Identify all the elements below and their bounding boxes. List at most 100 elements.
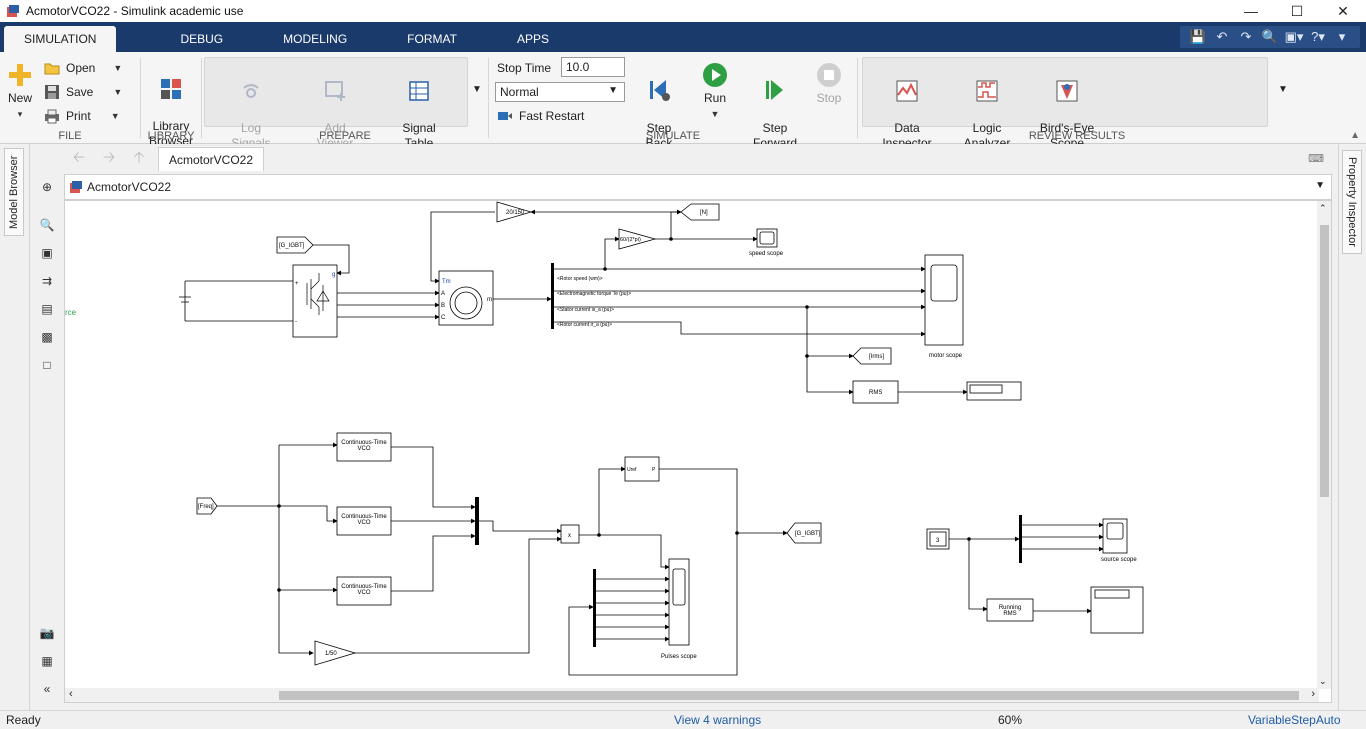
camera-icon[interactable]: 📷 xyxy=(39,626,55,640)
run-icon xyxy=(703,63,727,87)
sig-rotor-speed-label: <Rotor speed (wm)> xyxy=(557,276,603,282)
minimize-button[interactable]: — xyxy=(1244,3,1258,19)
vertical-scrollbar[interactable]: ⌃ ⌄ xyxy=(1317,201,1331,689)
address-path: AcmotorVCO22 xyxy=(87,180,172,194)
chevron-down-icon[interactable]: ▼ xyxy=(1315,180,1325,191)
zoom-icon[interactable]: 🔍 xyxy=(39,218,55,232)
canvas-palette: ⊕ 🔍 ▣ ⇉ ▤ ▩ □ 📷 ▦ « xyxy=(30,144,64,710)
shortcut-icon[interactable]: ▣▾ xyxy=(1284,29,1304,44)
simulate-section-label: SIMULATE xyxy=(645,130,701,142)
chevron-down-icon: ▼ xyxy=(608,85,618,96)
redo-icon[interactable]: ↷ xyxy=(1240,29,1252,44)
keyboard-icon[interactable]: ⌨ xyxy=(1308,153,1324,165)
uref-p-label: P xyxy=(652,467,656,473)
back-arrow-icon[interactable]: 🡠 xyxy=(72,148,86,166)
simulink-app-icon xyxy=(7,5,19,17)
prepare-expand-icon[interactable]: ▼ xyxy=(472,84,482,95)
ribbon-separator xyxy=(140,58,141,138)
scroll-left-icon[interactable]: ‹ xyxy=(69,688,73,700)
fast-restart-label: Fast Restart xyxy=(519,109,585,123)
sig-rotor-current-label: <Rotor current ir_a (pu)> xyxy=(557,322,612,328)
model-nav-bar: 🡠 🡢 🡡 AcmotorVCO22 ⌨ xyxy=(64,144,1338,174)
simulation-mode-select[interactable]: Normal ▼ xyxy=(495,82,625,102)
goto-irms-label: [Irms] xyxy=(869,354,884,360)
print-button[interactable]: Print▼ xyxy=(44,108,120,124)
annotation-icon[interactable]: ▤ xyxy=(41,302,53,316)
collapse-panel-icon[interactable]: ▲ xyxy=(1350,130,1360,141)
tab-modeling[interactable]: MODELING xyxy=(283,32,348,46)
open-button[interactable]: Open▼ xyxy=(44,60,122,76)
sig-stator-label: <Stator current is_a (pu)> xyxy=(557,307,614,313)
hide-show-browser-icon[interactable]: ⊕ xyxy=(41,180,53,194)
horizontal-scroll-thumb[interactable] xyxy=(279,691,1299,700)
signal-lines-icon[interactable]: ⇉ xyxy=(41,274,53,288)
gain-speed-label: 60/(2*pi) xyxy=(620,237,641,243)
tab-apps[interactable]: APPS xyxy=(516,32,549,46)
up-arrow-icon[interactable]: 🡡 xyxy=(133,148,145,166)
block-diagram: rce 20/150 [N] 60/(2*pi) speed scope [G_… xyxy=(65,201,1144,676)
new-icon xyxy=(9,64,31,86)
title-bar: AcmotorVCO22 - Simulink academic use — ☐… xyxy=(0,0,1366,22)
uref-label: Uref xyxy=(627,467,637,473)
horizontal-scrollbar[interactable]: ‹ › xyxy=(65,688,1319,702)
search-icon[interactable]: 🔍 xyxy=(1261,29,1279,44)
log-signals-icon xyxy=(243,84,259,98)
source-scope-label: source scope xyxy=(1101,557,1137,563)
image-icon[interactable]: ▩ xyxy=(41,330,53,344)
solver-link[interactable]: VariableStepAuto xyxy=(1248,713,1341,727)
close-button[interactable]: ✕ xyxy=(1337,2,1349,19)
fit-to-view-icon[interactable]: ▣ xyxy=(41,246,53,260)
library-browser-button[interactable]: Library Browser xyxy=(141,62,201,149)
fast-restart-button[interactable]: Fast Restart xyxy=(497,108,584,124)
tab-debug[interactable]: DEBUG xyxy=(180,32,224,46)
view-warnings-link[interactable]: View 4 warnings xyxy=(674,713,762,727)
goto-gigbt-label: [G_IGBT] xyxy=(795,531,821,537)
ribbon-separator xyxy=(857,58,858,138)
port-b-label: B xyxy=(441,303,445,309)
save-icon[interactable]: 💾 xyxy=(1189,29,1207,44)
data-inspector-icon xyxy=(896,80,918,102)
tab-simulation[interactable]: SIMULATION xyxy=(4,26,117,52)
port-g-label: g xyxy=(332,272,335,278)
signal-table-icon xyxy=(409,81,429,101)
run-button[interactable]: Run▼ xyxy=(695,62,735,122)
scroll-up-icon[interactable]: ⌃ xyxy=(1319,203,1327,213)
library-section: Library Browser LIBRARY xyxy=(141,52,201,148)
save-button[interactable]: Save▼ xyxy=(44,84,122,100)
property-inspector-tab[interactable]: Property Inspector xyxy=(1342,150,1362,254)
stop-button[interactable]: Stop xyxy=(811,62,847,106)
from-freq-label: [Freq] xyxy=(198,504,214,510)
help-icon[interactable]: ?▾ xyxy=(1311,29,1325,44)
scroll-down-icon[interactable]: ⌄ xyxy=(1319,676,1327,686)
quick-access-toolbar: 💾 ↶ ↷ 🔍 ▣▾ ?▾ ▾ xyxy=(1180,26,1360,48)
new-button[interactable]: New▾ xyxy=(4,62,36,122)
model-browser-tab[interactable]: Model Browser xyxy=(4,148,24,236)
model-canvas[interactable]: rce 20/150 [N] 60/(2*pi) speed scope [G_… xyxy=(64,200,1332,703)
address-bar[interactable]: AcmotorVCO22 ▼ xyxy=(64,174,1332,200)
undo-icon[interactable]: ↶ xyxy=(1216,29,1228,44)
collapse-ribbon-icon[interactable]: ▾ xyxy=(1338,29,1346,44)
collapse-palette-icon[interactable]: « xyxy=(43,682,51,696)
forward-arrow-icon[interactable]: 🡢 xyxy=(102,148,116,166)
speed-scope-label: speed scope xyxy=(749,251,784,257)
area-icon[interactable]: □ xyxy=(43,358,51,372)
scroll-right-icon[interactable]: › xyxy=(1311,688,1315,700)
review-expand-icon[interactable]: ▼ xyxy=(1278,84,1288,95)
product-label: x xyxy=(568,533,571,539)
sig-torque-label: <Electromagnetic torque Te (pu)> xyxy=(557,291,631,297)
save-icon xyxy=(45,85,59,99)
fast-restart-icon xyxy=(498,112,512,120)
explorer-bar-icon[interactable]: ▦ xyxy=(41,654,53,668)
stop-label: Stop xyxy=(816,91,842,105)
tab-format[interactable]: FORMAT xyxy=(407,32,457,46)
print-label: Print xyxy=(66,109,91,123)
model-tab[interactable]: AcmotorVCO22 xyxy=(158,147,265,171)
add-viewer-icon xyxy=(325,81,345,101)
stop-time-input[interactable]: 10.0 xyxy=(561,57,625,77)
simulation-mode-value: Normal xyxy=(500,85,539,99)
vertical-scroll-thumb[interactable] xyxy=(1320,225,1329,497)
library-section-label: LIBRARY xyxy=(147,130,195,142)
maximize-button[interactable]: ☐ xyxy=(1290,2,1304,19)
